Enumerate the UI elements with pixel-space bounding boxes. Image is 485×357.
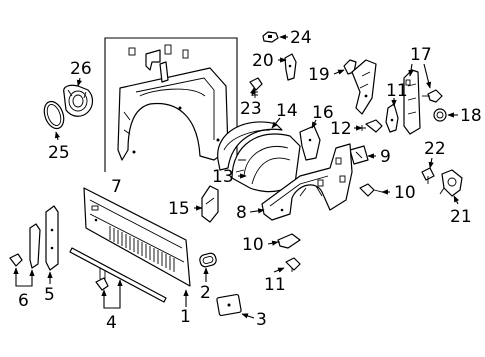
plate-part-3	[216, 293, 242, 317]
screw-part-22	[421, 167, 435, 184]
bracket-part-11-upper	[385, 103, 399, 133]
inner-wheelhouse-part-13	[231, 133, 301, 193]
callout-3: 3	[256, 310, 267, 330]
callout-20: 20	[252, 51, 274, 71]
bolt-part-12	[358, 119, 383, 133]
plate-part-9	[349, 145, 369, 165]
callout-22: 22	[424, 139, 446, 159]
callout-6: 6	[18, 291, 29, 311]
bracket-part-16	[299, 125, 321, 161]
nut-part-18	[433, 108, 447, 122]
callout-26: 26	[70, 59, 92, 79]
callout-2: 2	[200, 283, 211, 303]
clip-part-4	[95, 277, 109, 291]
callout-15: 15	[168, 199, 190, 219]
callout-11-upper: 11	[386, 81, 408, 101]
bolt-part-10-lower	[272, 233, 301, 249]
leader-lines	[13, 34, 460, 319]
callout-15-16: 16	[312, 103, 334, 123]
inner-side-panel-group	[104, 37, 238, 172]
bracket-part-15	[201, 185, 219, 223]
callout-24: 24	[290, 28, 312, 48]
bracket-part-17	[403, 69, 421, 135]
callout-17: 17	[410, 45, 432, 65]
bracket-part-19	[343, 59, 377, 115]
callout-4: 4	[106, 313, 117, 333]
inner-side-panel-part	[117, 67, 229, 161]
cap-part-2	[199, 252, 217, 268]
bolt-part-10-upper	[359, 183, 383, 197]
wheelhouse-liner-part-14	[217, 121, 283, 171]
fuel-door-housing-part	[63, 84, 94, 117]
clip-part-24	[262, 31, 279, 43]
callout-23: 23	[240, 99, 262, 119]
tailgate-part-1	[83, 187, 191, 287]
callout-12: 12	[330, 119, 352, 139]
callout-11-lower: 11	[264, 275, 286, 295]
bolt-part-11-lower	[285, 257, 301, 272]
callout-21: 21	[450, 207, 472, 227]
support-part-5	[45, 205, 59, 271]
callout-10-upper: 10	[394, 183, 416, 203]
callout-8: 8	[236, 203, 247, 223]
outer-side-panel-part-8	[261, 143, 353, 221]
strap-part-6	[9, 223, 41, 269]
callout-5: 5	[44, 285, 55, 305]
bracket-part-20	[284, 53, 297, 81]
callout-25: 25	[48, 143, 70, 163]
callout-labels: 1 2 3 4 5 6 7 8 9 10 10 11 11 12 13 14 1…	[18, 28, 482, 333]
callout-9: 9	[380, 147, 391, 167]
callout-13: 13	[212, 167, 234, 187]
callout-14: 14	[276, 101, 298, 121]
seal-strip-part-4	[69, 247, 167, 303]
callout-7: 7	[111, 177, 122, 197]
callout-10-lower: 10	[242, 235, 264, 255]
callout-1: 1	[180, 307, 191, 327]
fuel-door-part	[43, 100, 65, 130]
latch-part-21	[439, 169, 463, 197]
callout-18: 18	[460, 106, 482, 126]
screw-part-23	[249, 77, 263, 98]
group-bracket-7	[104, 37, 238, 172]
callout-19: 19	[308, 65, 330, 85]
bolt-part-17	[422, 89, 443, 103]
